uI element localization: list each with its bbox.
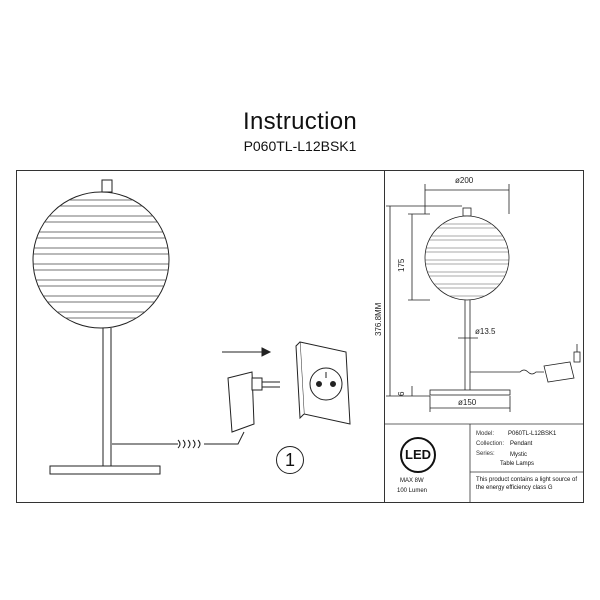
spec-series-value: Mystic [510, 452, 527, 458]
spec-box-lines [384, 423, 584, 503]
model-code: P060TL-L12BSK1 [243, 138, 357, 154]
socket-hole-1 [316, 381, 322, 387]
instruction-frame [16, 170, 584, 503]
socket-hole-2 [330, 381, 336, 387]
dim-adapter-plug [573, 351, 581, 363]
spec-collection-label: Collection: [476, 441, 505, 447]
dimension-drawing [386, 184, 581, 412]
spec-lumen: 100 Lumen [397, 488, 428, 494]
dim-total-height: 376.8MM [374, 302, 383, 336]
dim-base [429, 389, 511, 396]
lamp-shade-ribs [33, 199, 169, 319]
panel-divider [384, 170, 385, 503]
lamp-cord-coil [177, 439, 201, 449]
lamp-shade [32, 191, 170, 329]
spec-energy-note: This product contains a light source of … [476, 477, 578, 491]
spec-model-value: P060TL-L12BSK1 [508, 431, 557, 437]
dim-base-diameter: ø150 [458, 398, 477, 407]
led-badge: LED [400, 437, 436, 473]
wall-socket-side [295, 341, 305, 420]
dim-shade-diameter: ø200 [455, 176, 474, 185]
dim-shade-height: 175 [397, 258, 406, 272]
lamp-illustration [32, 179, 351, 475]
spec-type-value: Table Lamps [500, 461, 535, 467]
lamp-cord-end [204, 431, 245, 445]
wall-socket-face [309, 367, 343, 401]
dim-adapter [543, 361, 575, 383]
spec-model-label: Model: [476, 431, 495, 437]
adapter-neck [251, 377, 263, 391]
spec-power: MAX 8W [400, 478, 424, 484]
document-title: Instruction [242, 108, 358, 135]
spec-collection-value: Pendant [510, 441, 533, 447]
dim-cord [470, 369, 544, 375]
spec-series-label: Series: [476, 451, 495, 457]
insert-arrow-head [261, 347, 272, 357]
dim-stem-diameter: ø13.5 [475, 327, 496, 336]
lamp-base [49, 465, 161, 475]
dim-shade [424, 215, 510, 301]
lamp-finial [101, 179, 113, 193]
dim-finial [462, 207, 472, 217]
dim-base-height: 6 [397, 391, 406, 396]
step-number: 1 [276, 446, 304, 474]
power-adapter [227, 371, 255, 433]
